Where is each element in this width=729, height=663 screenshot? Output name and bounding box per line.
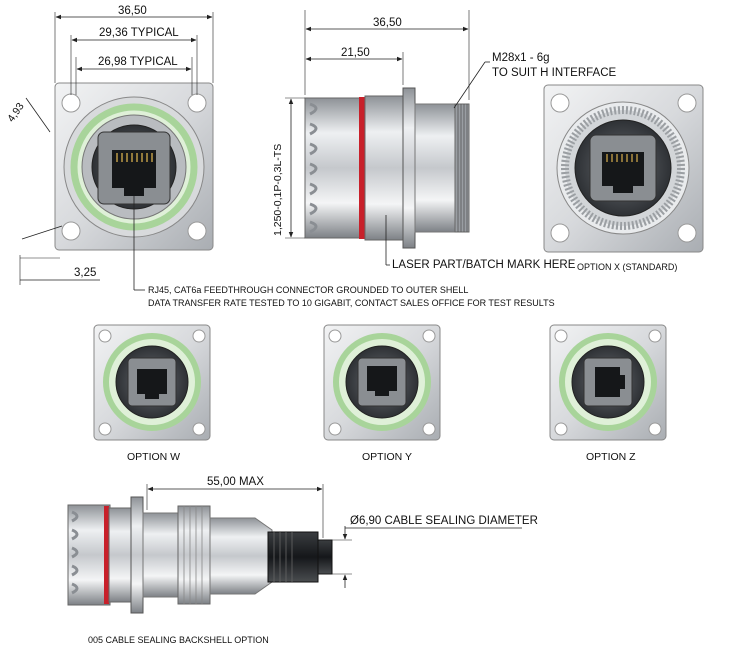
option-z-view xyxy=(549,324,667,441)
backshell-length-label: 55,00 MAX xyxy=(207,476,264,488)
option-z-label: OPTION Z xyxy=(586,451,636,463)
option-y-label: OPTION Y xyxy=(362,451,412,463)
side-dimensions xyxy=(285,10,490,266)
front-width-label: 36,50 xyxy=(118,5,147,17)
thread-spec-line1: M28x1 - 6g xyxy=(492,52,550,64)
typical-outer-label: 29,36 TYPICAL xyxy=(99,27,179,39)
backshell-view xyxy=(67,496,333,614)
rj45-note-line2: DATA TRANSFER RATE TESTED TO 10 GIGABIT,… xyxy=(148,298,555,308)
side-body-label: 21,50 xyxy=(341,47,370,59)
option-x-label: OPTION X (STANDARD) xyxy=(577,262,678,272)
cable-diameter-label: Ø6,90 CABLE SEALING DIAMETER xyxy=(350,515,538,527)
side-width-label: 36,50 xyxy=(373,17,402,29)
backshell-dimensions xyxy=(146,484,522,588)
front-view xyxy=(54,82,214,251)
corner-offset-label: 3,25 xyxy=(74,267,97,279)
typical-inner-label: 26,98 TYPICAL xyxy=(98,56,178,68)
side-view xyxy=(304,87,470,249)
rj45-note-line1: RJ45, CAT6a FEEDTHROUGH CONNECTOR GROUND… xyxy=(148,285,469,295)
option-x-view xyxy=(543,84,704,253)
option-y-view xyxy=(323,324,441,441)
thread-spec-line2: TO SUIT H INTERFACE xyxy=(492,67,617,79)
backshell-option-label: 005 CABLE SEALING BACKSHELL OPTION xyxy=(88,635,269,645)
option-w-label: OPTION W xyxy=(127,451,181,463)
thread-label: 1,250-0,1P-0,3L-TS xyxy=(272,143,284,236)
laser-mark-note: LASER PART/BATCH MARK HERE xyxy=(392,259,576,271)
option-w-view xyxy=(93,324,211,441)
front-dimensions xyxy=(19,12,214,291)
